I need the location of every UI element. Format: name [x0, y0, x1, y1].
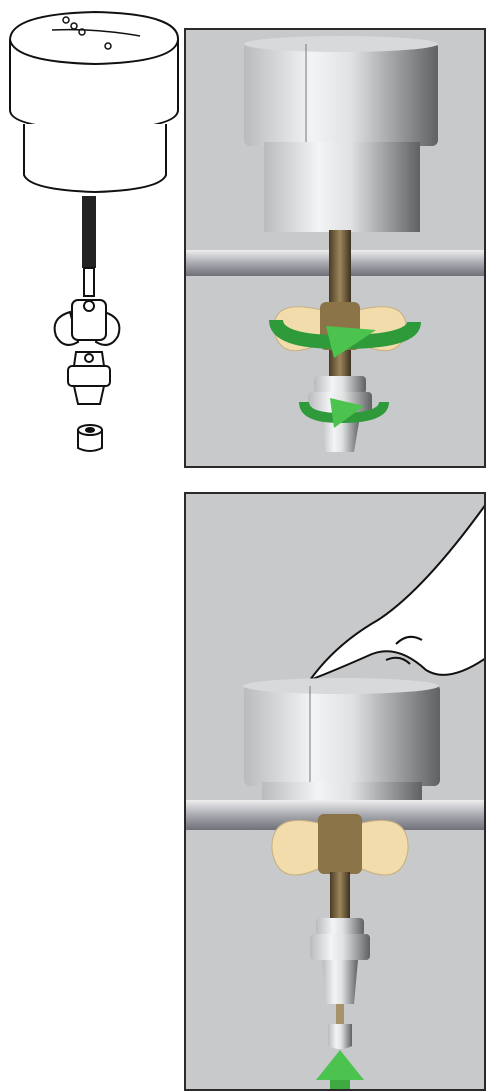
exploded-parts-drawing: [0, 0, 186, 470]
cap-outline: [10, 12, 178, 192]
fitting: [68, 352, 110, 404]
push-up-arrow: [316, 1050, 364, 1089]
cap: [243, 678, 440, 802]
cap: [244, 36, 438, 232]
fitting: [310, 918, 370, 1024]
wing-nut: [55, 300, 120, 345]
step-1-panel: [184, 28, 486, 468]
ring-nut: [328, 1024, 352, 1049]
pointing-hand: [310, 504, 484, 680]
ring-nut: [78, 425, 102, 451]
threaded-rod: [82, 196, 96, 296]
step-2-panel: [184, 492, 486, 1091]
wing-nut: [272, 814, 408, 875]
threaded-rod: [330, 872, 350, 922]
